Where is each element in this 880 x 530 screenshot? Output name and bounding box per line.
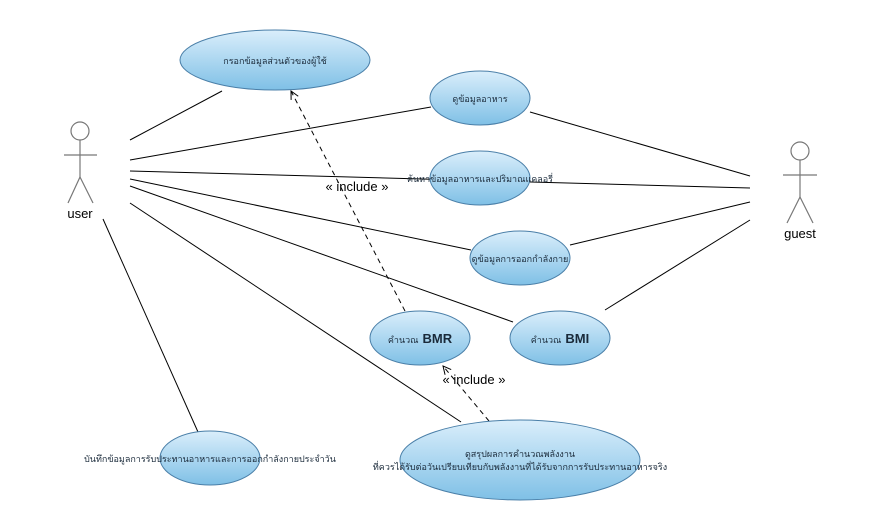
assoc-user-uc-bmi [129, 185, 514, 323]
actor-user[interactable] [64, 121, 97, 204]
use-case-bottom-right-line1: ดูสรุปผลการคำนวณพลังงาน [465, 449, 575, 460]
use-case-top-label: กรอกข้อมูลส่วนตัวของผู้ใช้ [223, 56, 326, 67]
actor-guest-leg-right [799, 196, 814, 224]
use-case-bottom-right-line2: ที่ควรได้รับต่อวันเปรียบเทียบกับพลังงานท… [373, 460, 667, 473]
actor-user-head [70, 121, 90, 141]
assoc-user-uc-top [129, 90, 223, 141]
associations [102, 90, 751, 433]
use-case-4[interactable]: ดูข้อมูลการออกกำลังกาย [469, 230, 571, 286]
use-case-bmr-suffix: BMR [423, 331, 453, 346]
use-cases: กรอกข้อมูลส่วนตัวของผู้ใช้ ดูข้อมูลอาหาร… [84, 29, 667, 501]
use-case-4-label: ดูข้อมูลการออกกำลังกาย [472, 254, 569, 265]
use-case-bottom-left[interactable]: บันทึกข้อมูลการรับประทานอาหารและการออกกำ… [84, 430, 336, 486]
use-case-bmr[interactable]: คำนวณ BMR [369, 310, 471, 366]
use-case-3-label: ค้นหาข้อมูลอาหารและปริมาณแคลอรี่ [407, 172, 553, 185]
actor-guest-head [790, 141, 810, 161]
use-case-bottom-right[interactable]: ดูสรุปผลการคำนวณพลังงาน ที่ควรได้รับต่อว… [373, 419, 667, 501]
use-case-bottom-left-label: บันทึกข้อมูลการรับประทานอาหารและการออกกำ… [84, 454, 336, 465]
assoc-user-uc-4 [129, 178, 472, 251]
use-case-top[interactable]: กรอกข้อมูลส่วนตัวของผู้ใช้ [179, 29, 371, 91]
svg-text:บันทึกข้อมูลการรับประทานอาหารแ: บันทึกข้อมูลการรับประทานอาหารและการออกกำ… [84, 454, 336, 465]
include-bmr-to-uc-top [291, 91, 406, 312]
use-case-2[interactable]: ดูข้อมูลอาหาร [429, 70, 531, 126]
use-case-bmr-prefix: คำนวณ [388, 335, 419, 346]
actor-user-leg-left [67, 176, 81, 204]
use-case-bmi-prefix: คำนวณ [531, 335, 562, 346]
svg-text:ดูข้อมูลอาหาร: ดูข้อมูลอาหาร [452, 94, 507, 105]
include-label-2: « include » [443, 372, 506, 387]
assoc-user-uc-bottom-right [129, 202, 462, 423]
actor-guest[interactable] [783, 141, 817, 224]
use-case-bmi-suffix: BMI [565, 331, 589, 346]
include-bottom-right-to-bmr [443, 366, 490, 422]
actor-guest-leg-left [786, 196, 801, 224]
assoc-guest-uc-bmi [604, 219, 751, 311]
assoc-guest-uc-2 [529, 111, 751, 177]
svg-text:กรอกข้อมูลส่วนตัวของผู้ใช้: กรอกข้อมูลส่วนตัวของผู้ใช้ [223, 56, 326, 67]
assoc-guest-uc-4 [569, 201, 751, 246]
actor-user-label: user [67, 206, 93, 221]
use-case-3[interactable]: ค้นหาข้อมูลอาหารและปริมาณแคลอรี่ [407, 150, 553, 206]
actor-guest-label: guest [784, 226, 816, 241]
svg-text:ค้นหาข้อมูลอาหารและปริมาณแคลอร: ค้นหาข้อมูลอาหารและปริมาณแคลอรี่ [407, 172, 553, 185]
include-relations [291, 91, 490, 422]
assoc-user-uc-2 [129, 106, 432, 161]
svg-text:ดูข้อมูลการออกกำลังกาย: ดูข้อมูลการออกกำลังกาย [472, 254, 569, 265]
use-case-2-label: ดูข้อมูลอาหาร [452, 94, 507, 105]
assoc-user-uc-bottom-left [102, 218, 199, 433]
actor-user-leg-right [79, 176, 94, 204]
include-label-1: « include » [326, 179, 389, 194]
